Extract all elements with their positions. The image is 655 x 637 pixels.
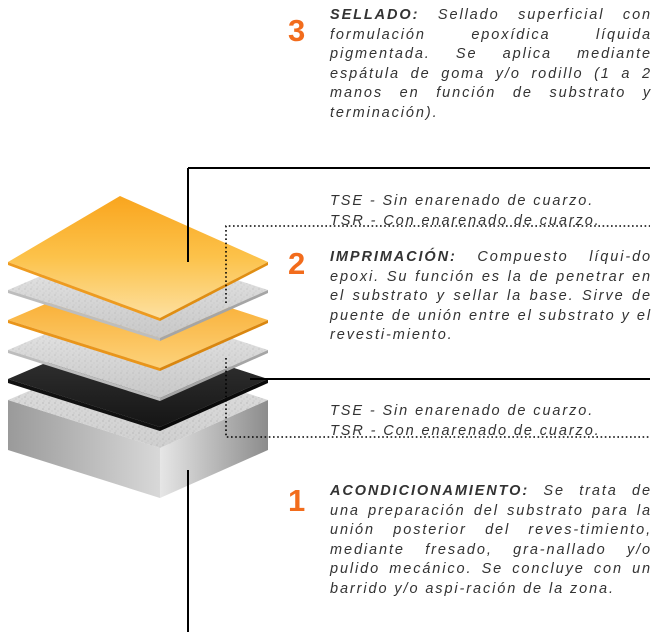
- step-1-title: ACONDICIONAMIENTO:: [330, 483, 530, 499]
- step-number-1: 1: [288, 483, 306, 518]
- option-tsr-top: TSR - Con enarenado de cuarzo.: [330, 212, 601, 229]
- option-tse-top: TSE - Sin enarenado de cuarzo.: [330, 193, 595, 209]
- step-2-text: Compuesto líqui-do epoxi. Su función es …: [330, 249, 652, 343]
- option-tse-bottom: TSE - Sin enarenado de cuarzo.: [330, 403, 595, 419]
- leader-line-step-3: [187, 167, 650, 262]
- step-2-description: IMPRIMACIÓN: Compuesto líqui-do epoxi. S…: [330, 248, 652, 346]
- option-tsr-bottom: TSR - Con enarenado de cuarzo.: [330, 422, 601, 439]
- step-2-title: IMPRIMACIÓN:: [330, 249, 457, 265]
- step-3-description: SELLADO: Sellado superficial con formula…: [330, 6, 652, 123]
- options-bottom: TSE - Sin enarenado de cuarzo. TSR - Con…: [330, 402, 601, 441]
- step-number-3: 3: [288, 13, 306, 48]
- leader-line-step-2-lower: [225, 358, 650, 438]
- step-1-description: ACONDICIONAMIENTO: Se trata de una prepa…: [330, 482, 652, 599]
- step-3-text: Sellado superficial con formulación epox…: [330, 7, 652, 121]
- step-1-text: Se trata de una preparación del substrat…: [330, 483, 652, 597]
- orange-layer-top: [8, 196, 268, 321]
- options-top: TSE - Sin enarenado de cuarzo. TSR - Con…: [330, 192, 601, 231]
- leader-line-step-2: [225, 225, 650, 303]
- step-number-2: 2: [288, 246, 306, 281]
- step-3-title: SELLADO:: [330, 7, 420, 23]
